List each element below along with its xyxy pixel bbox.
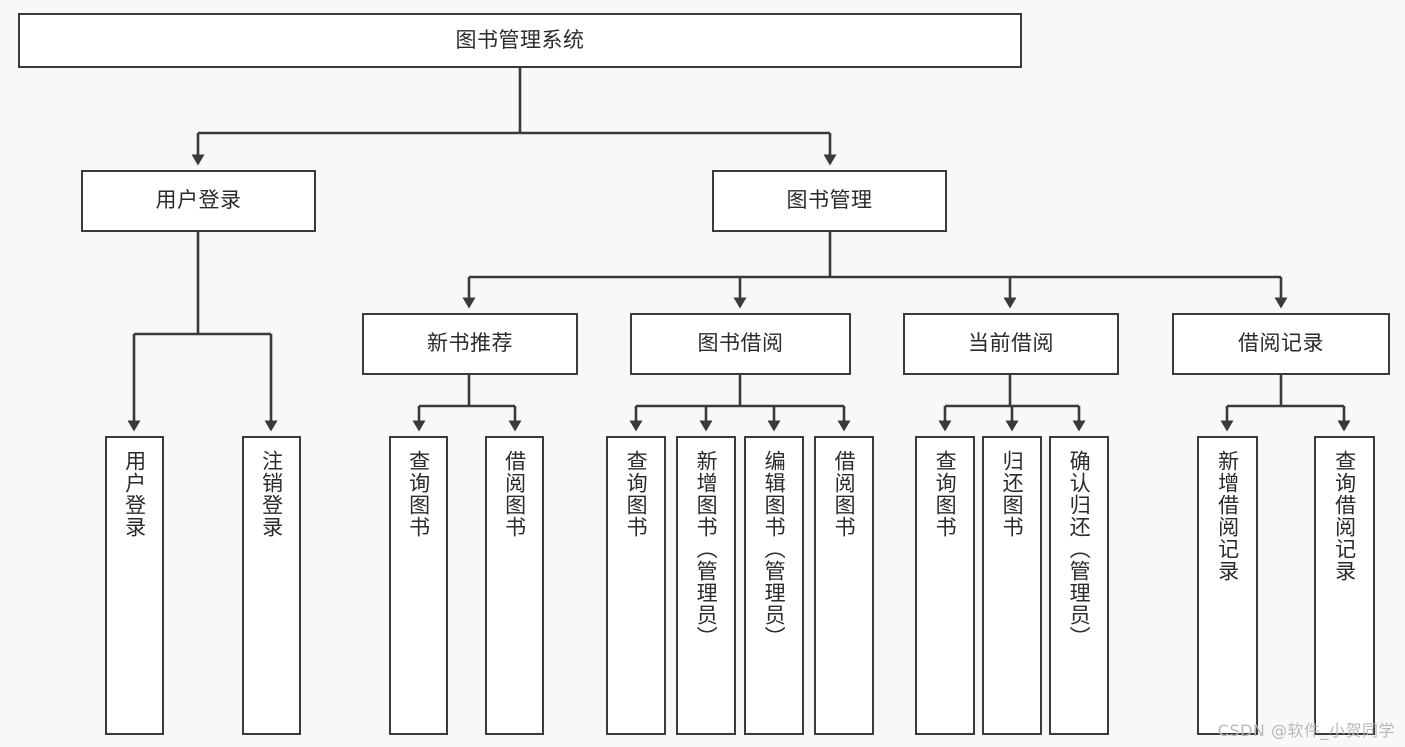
node-leaf-edit-book-label: 编辑图书（管理员） <box>762 450 787 648</box>
node-leaf-borrow-book-1[interactable]: 借阅图书 <box>485 436 544 735</box>
node-borrow-record[interactable]: 借阅记录 <box>1172 313 1390 375</box>
node-leaf-return-book[interactable]: 归还图书 <box>982 436 1042 735</box>
node-leaf-query-book-1-label: 查询图书 <box>406 450 431 538</box>
node-new-book-recommend[interactable]: 新书推荐 <box>362 313 578 375</box>
node-leaf-return-book-label: 归还图书 <box>1000 450 1025 538</box>
node-book-borrow[interactable]: 图书借阅 <box>630 313 851 375</box>
node-leaf-add-record-label: 新增借阅记录 <box>1215 450 1240 582</box>
node-book-manage[interactable]: 图书管理 <box>712 170 947 232</box>
node-leaf-user-login-label: 用户登录 <box>122 450 147 538</box>
node-leaf-logout-login-label: 注销登录 <box>259 450 284 538</box>
node-leaf-query-book-3-label: 查询图书 <box>933 450 958 538</box>
node-leaf-add-book[interactable]: 新增图书（管理员） <box>676 436 736 735</box>
node-leaf-borrow-book-2[interactable]: 借阅图书 <box>814 436 874 735</box>
node-leaf-query-book-1[interactable]: 查询图书 <box>389 436 448 735</box>
node-leaf-edit-book[interactable]: 编辑图书（管理员） <box>744 436 804 735</box>
node-leaf-query-record[interactable]: 查询借阅记录 <box>1314 436 1375 735</box>
node-leaf-logout-login[interactable]: 注销登录 <box>242 436 301 735</box>
node-leaf-borrow-book-2-label: 借阅图书 <box>832 450 857 538</box>
node-leaf-query-book-2[interactable]: 查询图书 <box>606 436 666 735</box>
node-leaf-query-record-label: 查询借阅记录 <box>1332 450 1357 582</box>
node-book-borrow-label: 图书借阅 <box>697 331 784 356</box>
node-leaf-add-book-label: 新增图书（管理员） <box>694 450 719 648</box>
node-leaf-confirm-return[interactable]: 确认归还（管理员） <box>1049 436 1109 735</box>
node-book-manage-label: 图书管理 <box>786 188 873 213</box>
node-user-login[interactable]: 用户登录 <box>81 170 316 232</box>
node-borrow-record-label: 借阅记录 <box>1238 331 1324 356</box>
node-leaf-query-book-3[interactable]: 查询图书 <box>915 436 975 735</box>
node-leaf-confirm-return-label: 确认归还（管理员） <box>1067 450 1092 648</box>
node-root[interactable]: 图书管理系统 <box>18 13 1022 68</box>
node-leaf-user-login[interactable]: 用户登录 <box>105 436 164 735</box>
node-root-label: 图书管理系统 <box>455 27 585 52</box>
watermark-text: CSDN @软件_小贺同学 <box>1217 721 1395 740</box>
node-user-login-label: 用户登录 <box>155 188 242 213</box>
node-new-book-recommend-label: 新书推荐 <box>427 331 513 356</box>
node-current-borrow-label: 当前借阅 <box>968 331 1054 356</box>
node-leaf-add-record[interactable]: 新增借阅记录 <box>1197 436 1258 735</box>
node-current-borrow[interactable]: 当前借阅 <box>903 313 1119 375</box>
node-leaf-borrow-book-1-label: 借阅图书 <box>502 450 527 538</box>
node-leaf-query-book-2-label: 查询图书 <box>624 450 649 538</box>
